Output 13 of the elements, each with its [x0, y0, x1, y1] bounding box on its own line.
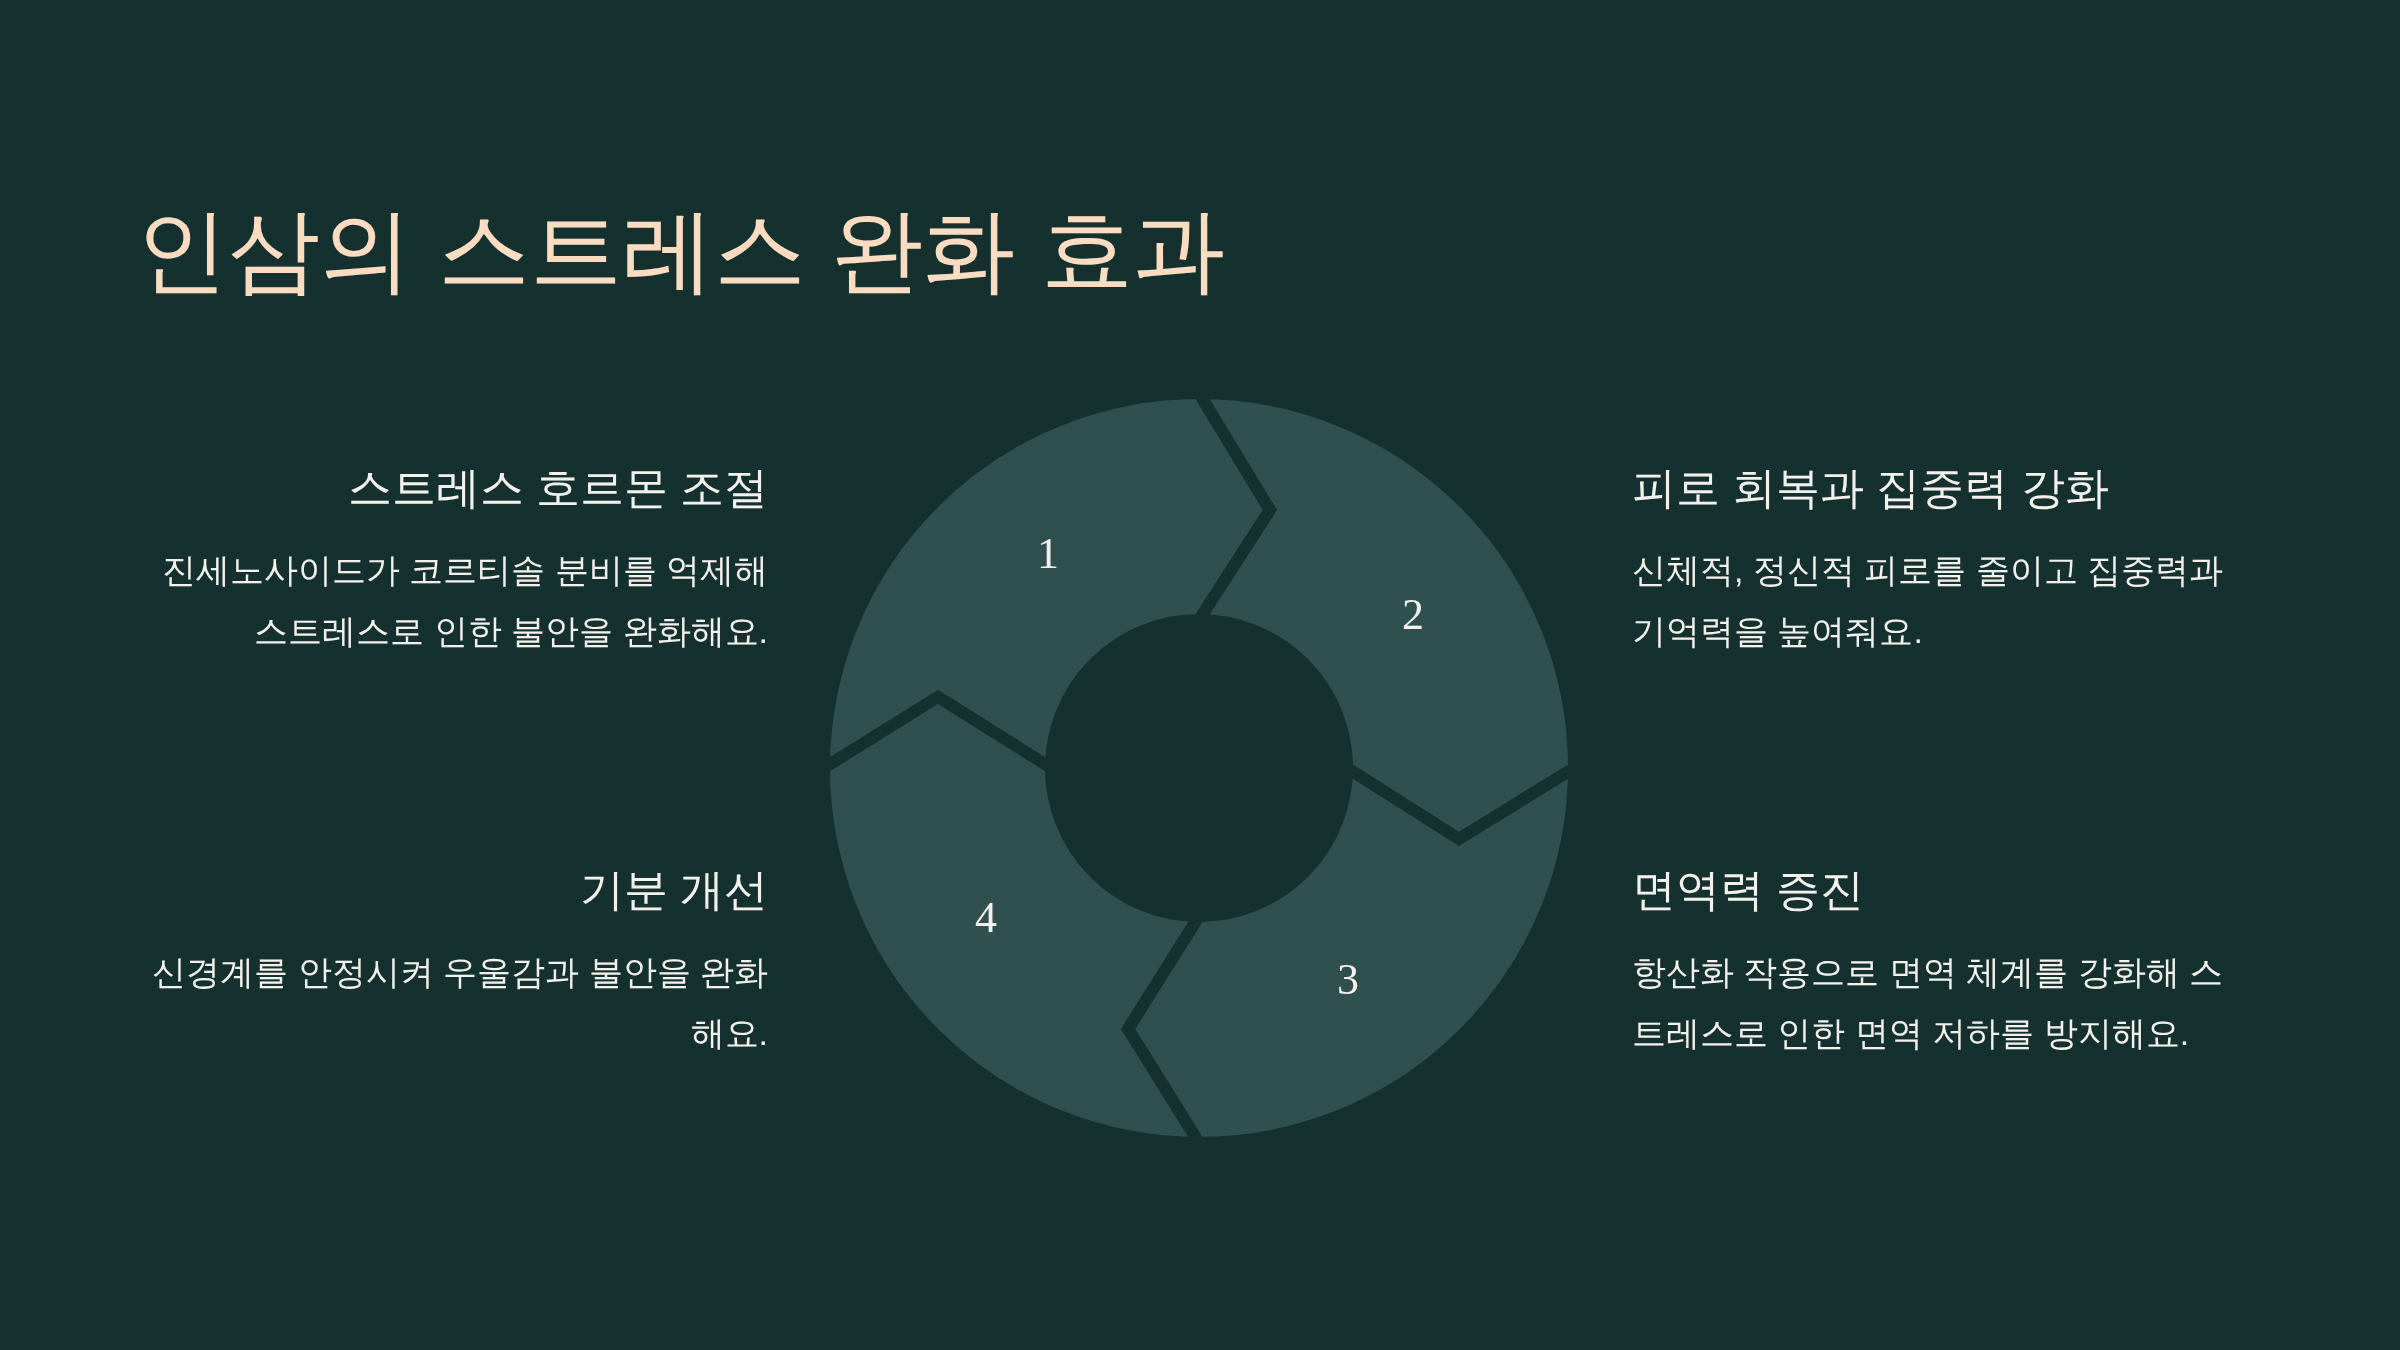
description: 진세노사이드가 코르티솔 분비를 억제해 스트레스로 인한 불안을 완화해요.	[160, 550, 768, 652]
heading: 스트레스 호르몬 조절	[346, 462, 768, 514]
step-number: 1	[1037, 532, 1059, 576]
heading: 기분 개선	[578, 864, 768, 916]
step-number: 3	[1337, 958, 1359, 1002]
step-number: 2	[1402, 593, 1424, 637]
heading: 피로 회복과 집중력 강화	[1632, 462, 2110, 514]
title: 인삼의 스트레스 완화 효과	[136, 198, 1225, 303]
description: 신경계를 안정시켜 우울감과 불안을 완화해요.	[151, 952, 768, 1054]
description: 항산화 작용으로 면역 체계를 강화해 스트레스로 인한 면역 저하를 방지해요.	[1632, 952, 2225, 1054]
heading: 면역력 증진	[1632, 864, 1866, 916]
description: 신체적, 정신적 피로를 줄이고 집중력과 기억력을 높여줘요.	[1632, 550, 2225, 652]
step-number: 4	[975, 896, 997, 940]
